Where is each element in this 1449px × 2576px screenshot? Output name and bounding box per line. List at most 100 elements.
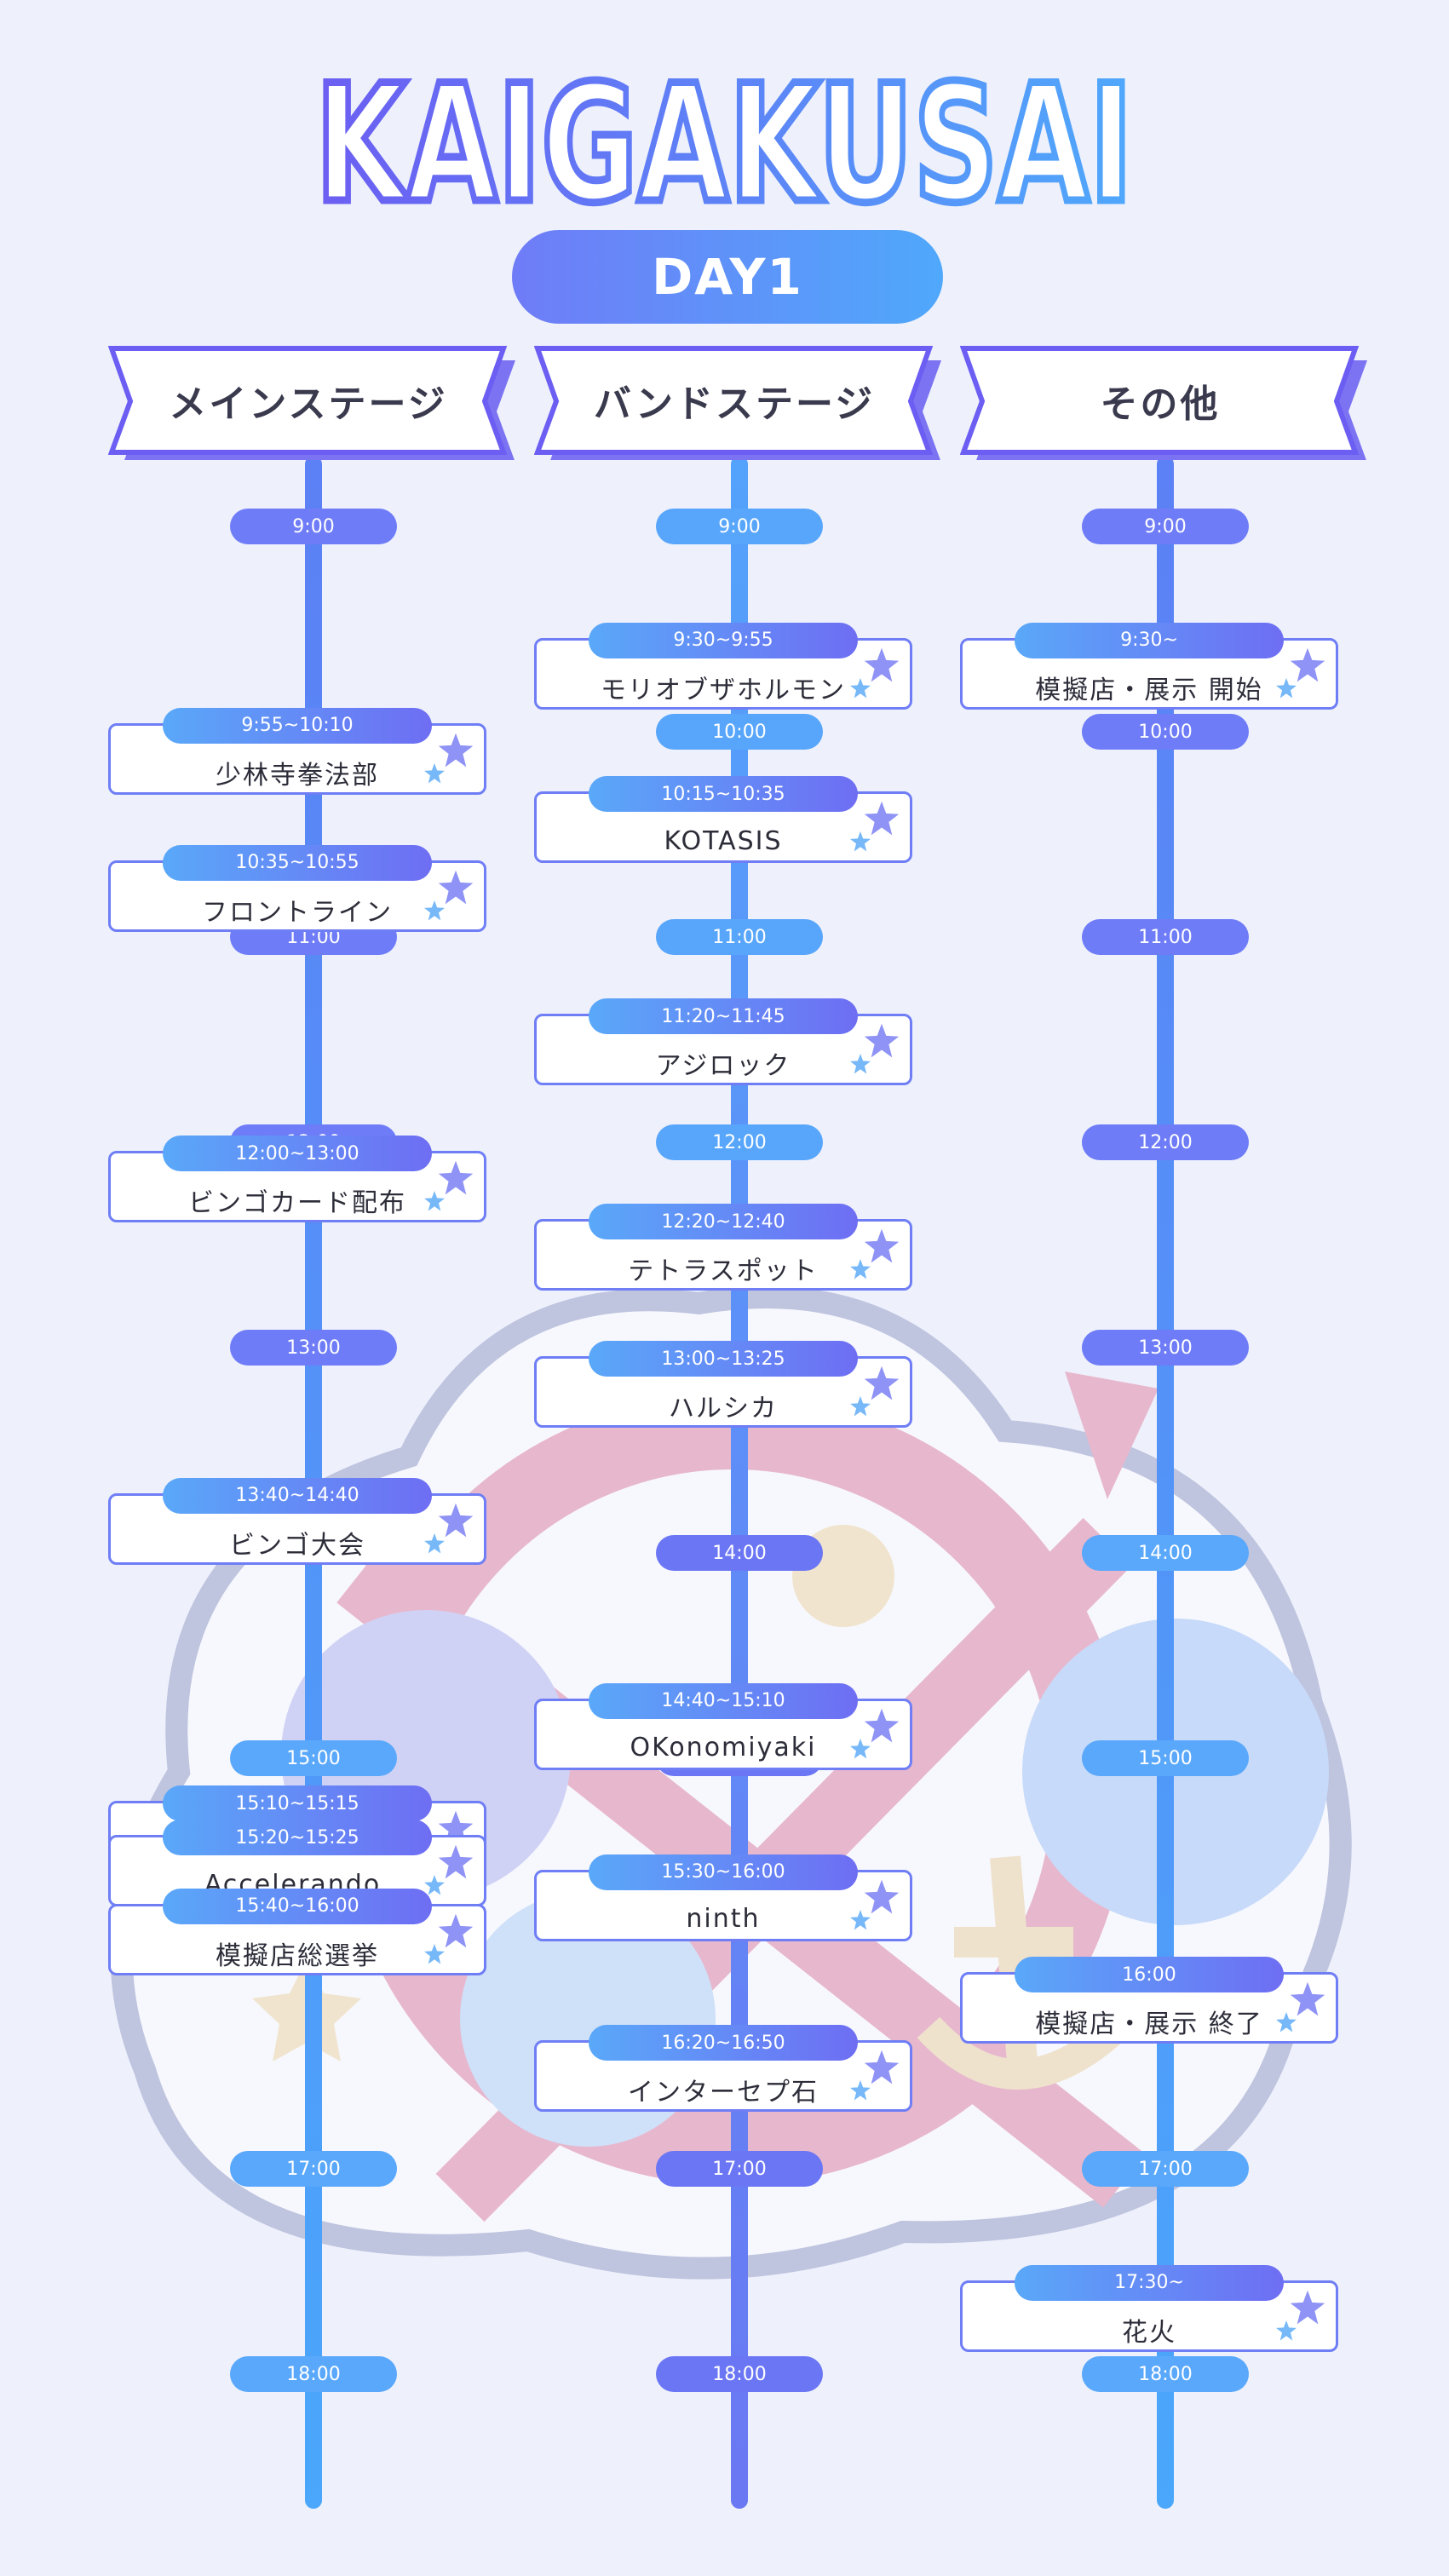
time-marker: 17:00 — [656, 2151, 823, 2187]
event-card: 11:20~11:45 アジロック — [534, 998, 912, 1086]
star-icon — [424, 1532, 445, 1554]
star-icon — [850, 1259, 871, 1279]
event-card: 16:20~16:50 インターセプ石 — [534, 2025, 912, 2113]
time-marker: 15:00 — [230, 1740, 397, 1776]
event-time: 10:35~10:55 — [163, 844, 432, 881]
star-icon — [1276, 2012, 1297, 2033]
column-header-title: バンドステージ — [593, 382, 876, 426]
star-icon — [850, 1909, 871, 1929]
event-name: 模擬店総選挙 — [216, 1941, 379, 1971]
event-card: 12:00~13:00 ビンゴカード配布 — [108, 1136, 486, 1222]
star-icon — [864, 802, 900, 836]
event-name: 少林寺拳法部 — [216, 760, 379, 791]
event-time: 15:30~16:00 — [589, 1854, 858, 1890]
star-icon — [424, 1943, 445, 1964]
time-marker: 15:00 — [1082, 1740, 1249, 1776]
star-icon — [438, 733, 474, 768]
star-icon — [850, 1396, 871, 1417]
column-header-banner — [534, 346, 941, 460]
time-marker: 14:00 — [656, 1535, 823, 1571]
event-name: ビンゴカード配布 — [188, 1188, 406, 1218]
title-text: KAIGAKUSAI — [315, 50, 1133, 221]
event-time: 11:20~11:45 — [589, 998, 858, 1035]
event-card: 13:00~13:25 ハルシカ — [534, 1341, 912, 1428]
day-label: DAY1 — [512, 230, 943, 324]
timeline-bar — [1157, 456, 1174, 2509]
star-icon — [864, 1879, 900, 1913]
event-name: 模擬店・展示 終了 — [1035, 2010, 1263, 2039]
event-time: 15:10~15:15 — [163, 1785, 432, 1822]
star-icon — [864, 647, 900, 681]
time-marker: 12:00 — [656, 1124, 823, 1160]
event-time: 13:40~14:40 — [163, 1477, 432, 1514]
event-card: 15:40~16:00 模擬店総選挙 — [108, 1888, 486, 1975]
event-name: KOTASIS — [664, 825, 783, 856]
star-icon — [864, 1229, 900, 1263]
star-icon — [438, 1845, 474, 1879]
star-icon — [1290, 1981, 1325, 2016]
event-time: 16:00 — [1015, 1957, 1284, 1992]
timeline-bar — [731, 456, 748, 2509]
star-icon — [424, 1191, 445, 1211]
star-icon — [864, 1024, 900, 1058]
time-marker: 10:00 — [1082, 714, 1249, 750]
event-time: 10:15~10:35 — [589, 776, 858, 813]
time-marker: 11:00 — [1082, 919, 1249, 955]
event-card: 10:35~10:55 フロントライン — [108, 844, 486, 932]
event-name: インターセプ石 — [628, 2078, 819, 2108]
event-name: フロントライン — [202, 897, 393, 928]
event-card: 9:30~ 模擬店・展示 開始 — [960, 622, 1338, 710]
time-marker: 17:00 — [1082, 2151, 1249, 2187]
time-marker: 14:00 — [1082, 1535, 1249, 1571]
event-time: 9:30~ — [1015, 622, 1284, 658]
column-header-banner — [108, 346, 515, 460]
star-icon — [1276, 2320, 1297, 2340]
star-icon — [1290, 2290, 1325, 2324]
event-time: 15:40~16:00 — [163, 1888, 432, 1924]
star-icon — [438, 1810, 474, 1845]
event-time: 17:30~ — [1015, 2264, 1284, 2301]
star-icon — [424, 900, 445, 920]
star-icon — [438, 870, 474, 904]
time-marker: 18:00 — [1082, 2356, 1249, 2392]
event-name: 模擬店・展示 開始 — [1035, 675, 1263, 705]
event-name: 花火 — [1122, 2317, 1176, 2348]
star-icon — [864, 1708, 900, 1743]
star-icon — [438, 1503, 474, 1538]
event-name: テトラスポット — [628, 1256, 819, 1287]
star-icon — [864, 2050, 900, 2084]
main-title: KAIGAKUSAI — [312, 47, 1137, 222]
star-icon — [424, 1875, 445, 1895]
event-name: ハルシカ — [669, 1394, 778, 1423]
event-card: 16:00 模擬店・展示 終了 — [960, 1957, 1338, 2044]
star-icon — [850, 1738, 871, 1759]
event-time: 16:20~16:50 — [589, 2025, 858, 2061]
star-icon — [438, 1160, 474, 1195]
event-time: 15:20~15:25 — [163, 1820, 432, 1856]
event-name: アジロック — [655, 1051, 791, 1082]
column-main-stage: メインステージ9:0011:0012:0013:0015:0017:0018:0… — [108, 345, 517, 2526]
column-header-title: メインステージ — [169, 382, 448, 426]
event-time: 12:00~13:00 — [163, 1136, 432, 1171]
time-marker: 11:00 — [656, 919, 823, 955]
star-icon — [850, 2080, 871, 2101]
time-marker: 18:00 — [656, 2356, 823, 2392]
event-time: 13:00~13:25 — [589, 1341, 858, 1377]
star-icon — [1276, 677, 1297, 698]
event-card: 17:30~ 花火 — [960, 2264, 1338, 2352]
time-marker: 10:00 — [656, 714, 823, 750]
time-marker: 18:00 — [230, 2356, 397, 2392]
star-icon — [850, 677, 871, 698]
time-marker: 17:00 — [230, 2151, 397, 2187]
time-marker: 12:00 — [1082, 1124, 1249, 1160]
column-band-stage: バンドステージ9:0010:0011:0012:0014:0015:0017:0… — [534, 345, 943, 2526]
event-name: OKonomiyaki — [630, 1733, 817, 1763]
time-marker: 9:00 — [656, 509, 823, 544]
